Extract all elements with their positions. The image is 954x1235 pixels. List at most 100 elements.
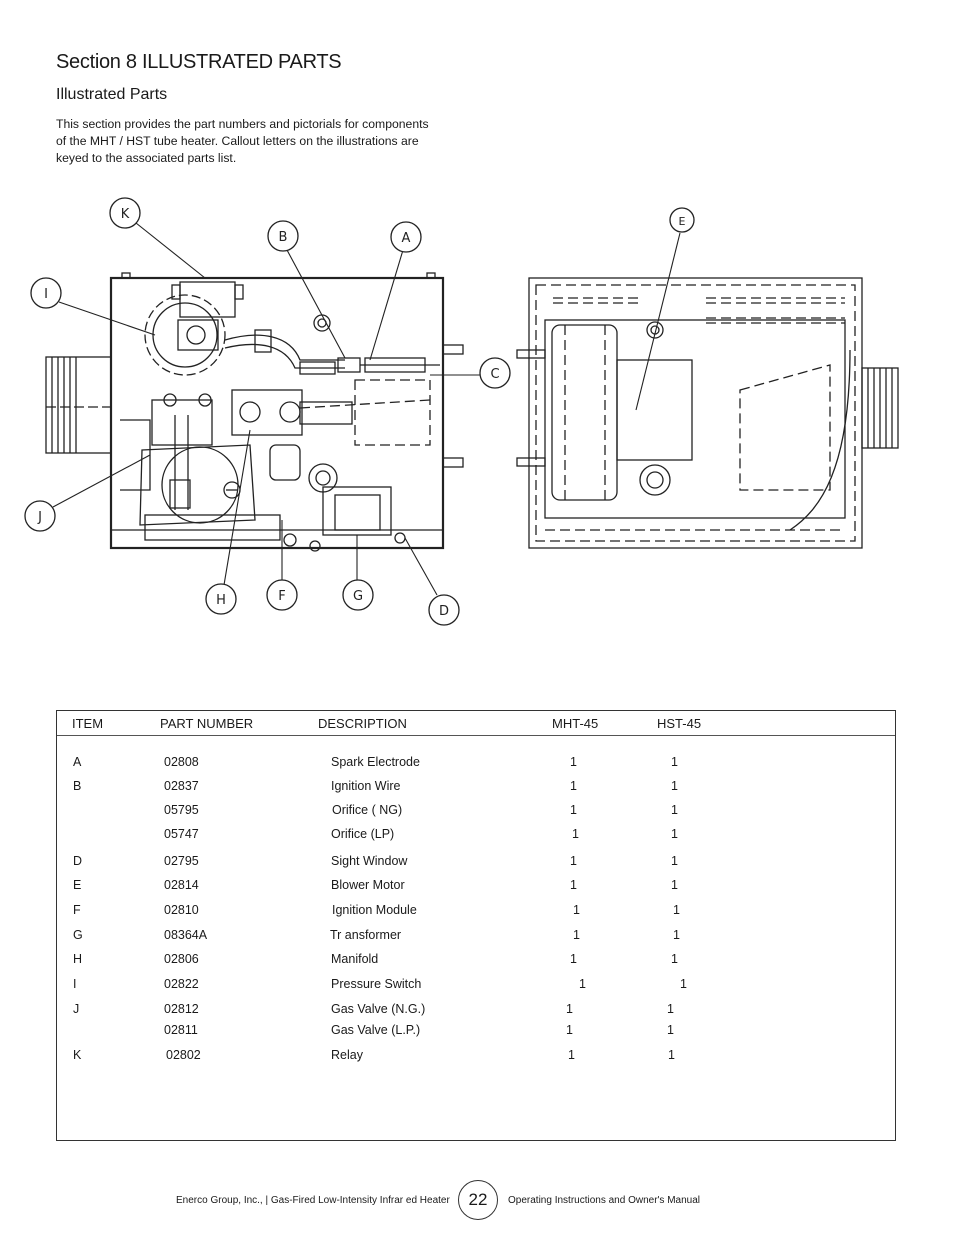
cell-desc: Gas Valve (L.P.) [331,1023,421,1037]
table-row: 05795 Orifice ( NG) 1 1 [57,803,895,823]
callout-i [30,277,62,309]
cell-mht: 1 [566,1023,573,1037]
cell-part: 02837 [164,779,199,793]
cell-part: 02808 [164,755,199,769]
pressure-switch-part [144,294,226,376]
cell-desc: Gas Valve (N.G.) [331,1002,426,1016]
cell-item: D [73,854,83,868]
page-footer: Enerco Group, Inc., | Gas-Fired Low-Inte… [0,1180,954,1224]
cell-mht: 1 [572,827,579,841]
header-hst-45: HST-45 [657,716,702,731]
parts-diagram: K B A I C J H F G D E [24,197,899,626]
callout-h-label: H [216,593,226,608]
callout-d [428,594,460,626]
cell-part: 02811 [164,1023,198,1037]
callout-c-label: C [490,367,499,382]
callout-k-label: K [121,207,130,222]
cell-item: E [73,878,82,892]
cell-mht: 1 [570,803,577,817]
table-row: F 02810 Ignition Module 1 1 [57,903,895,923]
cell-part: 05795 [164,803,199,817]
cell-hst: 1 [671,779,678,793]
cell-hst: 1 [667,1023,674,1037]
callout-c [479,357,511,389]
callout-a-label: A [402,231,411,246]
transformer-part [322,486,392,536]
callout-g-label: G [353,589,363,604]
callout-e-label: E [679,215,686,228]
cell-desc: Orifice ( NG) [332,803,403,817]
table-header: ITEM PART NUMBER DESCRIPTION MHT-45 HST-… [57,711,895,736]
cell-part: 02822 [164,977,199,991]
table-row: G 08364A Tr ansformer 1 1 [57,928,895,948]
cell-mht: 1 [570,878,577,892]
table-row: E 02814 Blower Motor 1 1 [57,878,895,898]
page-number: 22 [458,1180,498,1220]
cell-hst: 1 [671,827,678,841]
table-row: K 02802 Relay 1 1 [57,1048,895,1068]
table-row: 02811 Gas Valve (L.P.) 1 1 [57,1023,895,1043]
callout-b-label: B [279,230,288,245]
cell-desc: Manifold [331,952,379,966]
cell-mht: 1 [573,903,580,917]
cell-part: 02806 [164,952,199,966]
cell-desc: Spark Electrode [331,755,420,769]
table-row: J 02812 Gas Valve (N.G.) 1 1 [57,1002,895,1022]
cell-item: K [73,1048,82,1062]
cell-mht: 1 [570,854,577,868]
cell-hst: 1 [671,755,678,769]
callout-k [109,197,141,229]
cell-part: 02802 [166,1048,201,1062]
callout-f [266,579,298,611]
gas-valve-part [139,444,256,526]
cell-hst: 1 [671,878,678,892]
header-description: DESCRIPTION [318,716,407,731]
cell-part: 02812 [164,1002,199,1016]
callout-d-label: D [439,604,449,619]
cell-desc: Ignition Module [332,903,417,917]
cell-hst: 1 [673,928,680,942]
cell-mht: 1 [570,952,577,966]
callout-b [267,220,299,252]
table-row: 05747 Orifice (LP) 1 1 [57,827,895,847]
cell-mht: 1 [570,755,577,769]
cell-item: G [73,928,83,942]
callout-i-label: I [44,287,48,302]
blower-motor-part [551,324,618,501]
cell-item: J [73,1002,80,1016]
cell-item: B [73,779,82,793]
cell-desc: Sight Window [331,854,408,868]
cell-item: I [73,977,77,991]
cell-mht: 1 [566,1002,573,1016]
section-title: Section 8 ILLUSTRATED PARTS [56,51,342,73]
cell-mht: 1 [570,779,577,793]
header-mht-45: MHT-45 [552,716,599,731]
cell-hst: 1 [668,1048,675,1062]
cell-part: 02814 [164,878,199,892]
callout-j-label: J [37,510,42,525]
callout-j [24,500,56,532]
callout-h [205,583,237,615]
cell-desc: Ignition Wire [331,779,401,793]
header-part-number: PART NUMBER [160,716,254,731]
cell-hst: 1 [673,903,680,917]
cell-part: 05747 [164,827,199,841]
cell-item: A [73,755,82,769]
parts-table: ITEM PART NUMBER DESCRIPTION MHT-45 HST-… [56,710,896,1141]
footer-manual-title: Operating Instructions and Owner's Manua… [508,1195,701,1206]
subsection-title: Illustrated Parts [56,86,168,103]
header-item: ITEM [72,716,104,731]
cell-part: 02810 [164,903,199,917]
cell-desc: Tr ansformer [330,928,402,942]
cell-hst: 1 [671,854,678,868]
table-row: I 02822 Pressure Switch 1 1 [57,977,895,997]
cell-desc: Orifice (LP) [331,827,395,841]
cell-hst: 1 [667,1002,674,1016]
callout-a [390,221,422,253]
intro-paragraph: This section provides the part numbers a… [56,117,429,165]
cell-mht: 1 [573,928,580,942]
cell-hst: 1 [671,803,678,817]
table-row: B 02837 Ignition Wire 1 1 [57,779,895,799]
cell-hst: 1 [680,977,687,991]
cell-desc: Blower Motor [331,878,405,892]
